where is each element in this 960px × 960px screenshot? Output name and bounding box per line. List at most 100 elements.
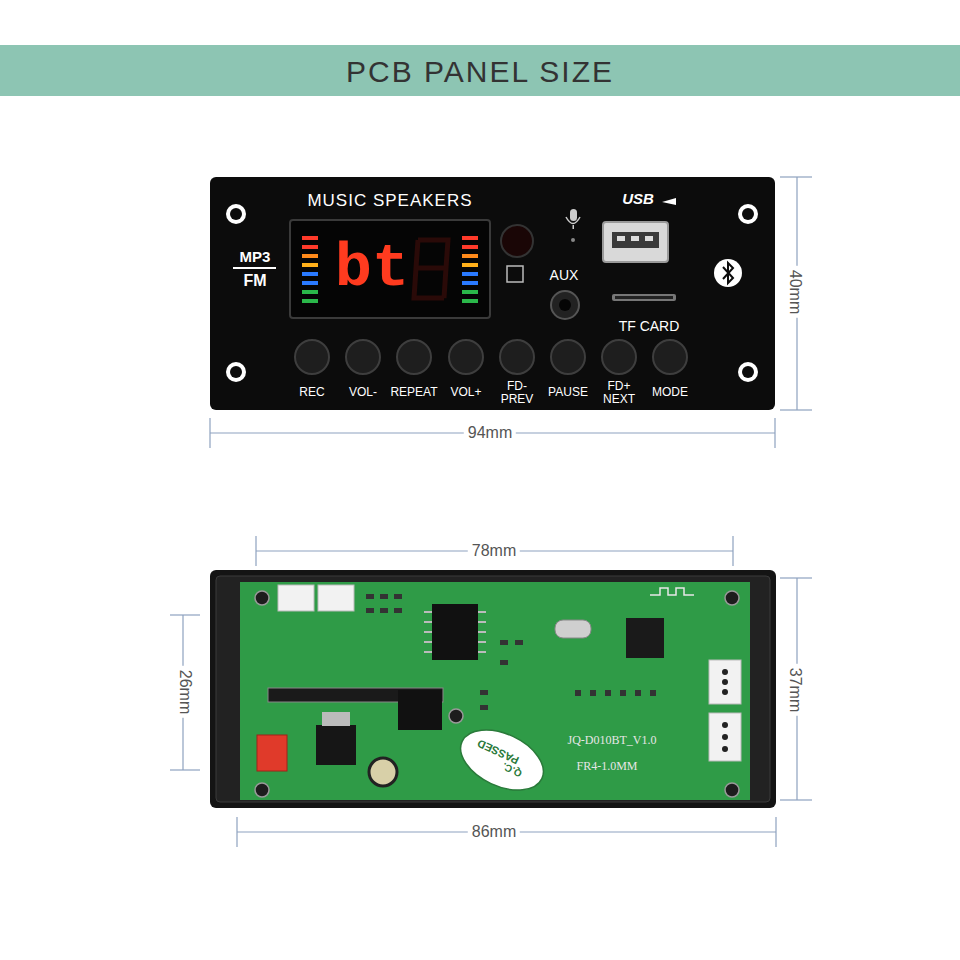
bluetooth-icon: [723, 263, 733, 283]
title: PCB PANEL SIZE: [346, 55, 614, 88]
dimension-line: [780, 577, 812, 578]
components: [620, 690, 626, 696]
button-label: FD- PREV: [497, 380, 537, 406]
components: [635, 690, 641, 696]
components: [515, 640, 523, 645]
silkscreen: JQ-D010BT_V1.0: [568, 734, 657, 747]
components: [590, 690, 596, 696]
button-label: REPEAT: [390, 386, 437, 399]
dimension-line: [170, 177, 812, 847]
dimension-line: [255, 536, 256, 566]
components: [369, 758, 397, 786]
dimension: 94mm: [464, 424, 516, 442]
components: [575, 690, 581, 696]
level-bars: [302, 290, 318, 294]
qc-sticker: [451, 718, 553, 802]
level-bars: [462, 263, 478, 267]
wire-connector: [722, 746, 728, 752]
dimension-line: [209, 418, 210, 448]
components: [366, 594, 374, 599]
components: [650, 588, 694, 595]
ir-receiver: [501, 225, 533, 257]
screw: [725, 591, 739, 605]
level-bars: [462, 272, 478, 276]
level-bars: [302, 281, 318, 285]
components: [394, 594, 402, 599]
button-label: MODE: [652, 386, 688, 399]
level-bars: [302, 272, 318, 276]
wire-connector: [722, 734, 728, 740]
screw-hole: [738, 204, 758, 224]
components: [480, 705, 488, 710]
dimension: 78mm: [468, 542, 520, 560]
usb-port: [645, 236, 653, 241]
front-panel: [230, 208, 754, 378]
dimension: 40mm: [786, 266, 804, 318]
mic-icon: [566, 217, 580, 224]
components: [555, 620, 591, 638]
unlit-digit: [414, 240, 448, 298]
qc-sticker: [451, 718, 553, 802]
components: [316, 725, 356, 765]
components: [424, 651, 432, 653]
level-bars: [302, 236, 318, 240]
port-label: TF CARD: [619, 319, 680, 334]
components: [500, 660, 508, 665]
components: [432, 604, 478, 660]
usb-port: [617, 236, 625, 241]
push-button: [551, 340, 585, 374]
panel-label: MUSIC SPEAKERS: [307, 192, 472, 211]
components: [424, 612, 486, 652]
front-panel: [210, 177, 775, 410]
button-label: REC: [299, 386, 324, 399]
push-button: [397, 340, 431, 374]
dimension-line: [780, 176, 812, 177]
dimension-line: [775, 817, 776, 847]
front-panel: [230, 208, 242, 220]
rear-frame: [216, 576, 770, 802]
level-bars: [462, 299, 478, 303]
aux-jack: [551, 291, 579, 319]
tf-card-slot: [612, 294, 676, 301]
screw-hole: [226, 204, 758, 382]
mic-icon: [570, 209, 577, 221]
dimension: 37mm: [786, 664, 804, 716]
wire-connector: [722, 689, 728, 695]
button-label: VOL-: [349, 386, 377, 399]
screw: [255, 783, 269, 797]
usb-port: [662, 198, 676, 205]
logo-rule: [233, 267, 276, 269]
dimension-line: [732, 536, 733, 566]
level-bars: [462, 245, 478, 249]
level-bars: [462, 281, 478, 285]
wire-connector: [722, 669, 728, 675]
push-button: [653, 340, 687, 374]
level-bars: [462, 236, 478, 240]
components: [398, 690, 442, 730]
ir-receiver: [507, 266, 523, 282]
screw: [725, 783, 739, 797]
level-bars: [302, 245, 318, 249]
dimension-line: [170, 769, 200, 770]
wire-connector: [722, 669, 728, 752]
usb-port: [631, 236, 639, 241]
components: [322, 712, 350, 726]
components: [366, 608, 374, 613]
title-band: [0, 45, 960, 96]
components: [380, 608, 388, 613]
screw-hole: [226, 362, 246, 382]
push-button: [346, 340, 380, 374]
aux-jack: [559, 299, 571, 311]
level-bars: [462, 290, 478, 294]
front-panel: [742, 208, 754, 220]
screw: [255, 591, 269, 605]
components: [478, 651, 486, 653]
dimension: 86mm: [468, 823, 520, 841]
screw-hole: [226, 204, 246, 224]
components: [478, 621, 486, 623]
button-label: PAUSE: [548, 386, 588, 399]
wire-connector: [722, 722, 728, 728]
push-button: [295, 340, 329, 374]
components: [424, 611, 432, 613]
